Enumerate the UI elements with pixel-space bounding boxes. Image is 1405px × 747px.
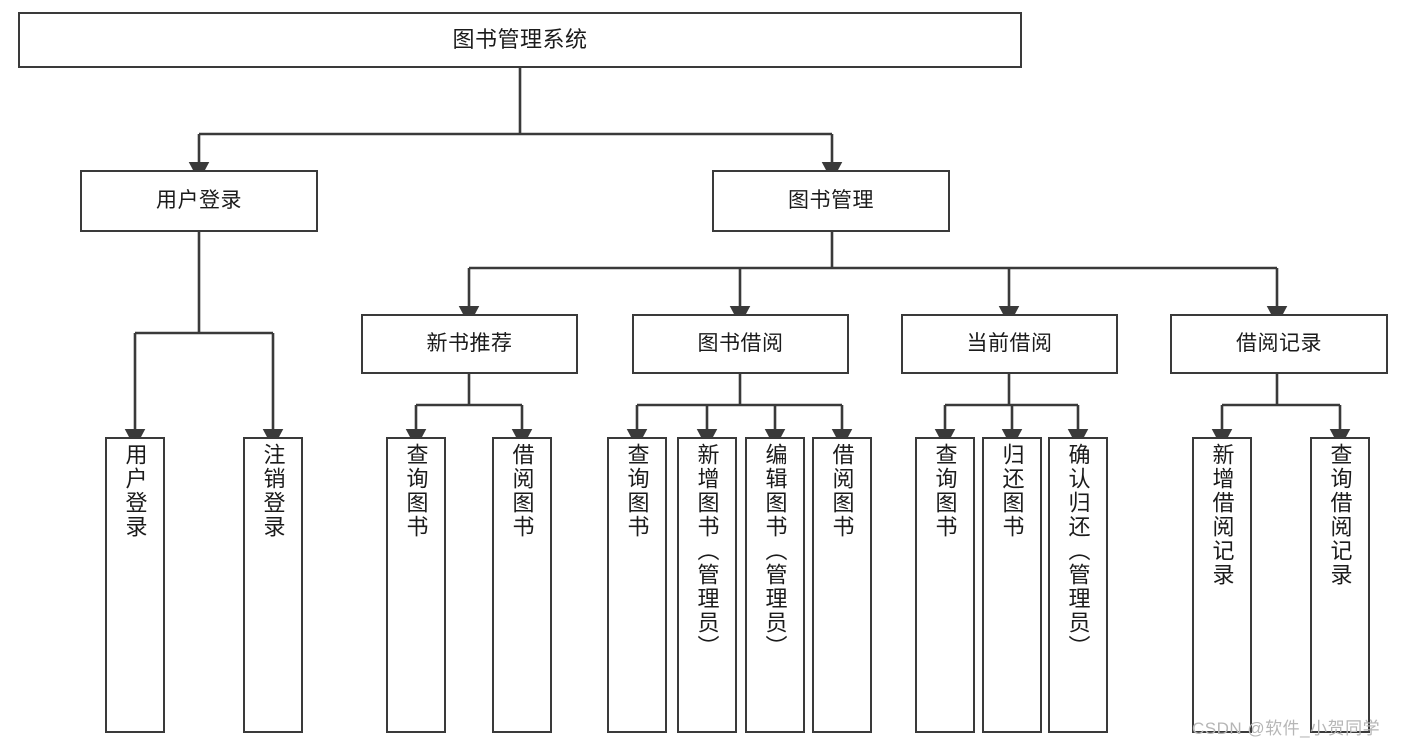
- node-leaf-nbr-borrow-book[interactable]: 借阅图书: [492, 437, 552, 733]
- node-leaf-cb-confirm-return[interactable]: 确认归还（管理员）: [1048, 437, 1108, 733]
- node-label: 图书管理: [788, 188, 874, 212]
- node-leaf-user-logout[interactable]: 注销登录: [243, 437, 303, 733]
- node-label: 新书推荐: [426, 331, 513, 355]
- node-current-borrow[interactable]: 当前借阅: [901, 314, 1118, 374]
- node-label: 新增借阅记录: [1209, 443, 1235, 587]
- node-label: 编辑图书（管理员）: [762, 443, 788, 659]
- node-label: 确认归还（管理员）: [1065, 443, 1091, 659]
- node-label: 查询图书: [403, 443, 429, 539]
- node-label: 查询图书: [624, 443, 650, 539]
- node-user-login[interactable]: 用户登录: [80, 170, 318, 232]
- node-leaf-bb-edit-book[interactable]: 编辑图书（管理员）: [745, 437, 805, 733]
- node-label: 用户登录: [156, 188, 242, 212]
- node-label: 归还图书: [999, 443, 1025, 539]
- node-label: 用户登录: [122, 443, 148, 539]
- node-book-manage[interactable]: 图书管理: [712, 170, 950, 232]
- node-leaf-bb-query-book[interactable]: 查询图书: [607, 437, 667, 733]
- node-leaf-bb-add-book[interactable]: 新增图书（管理员）: [677, 437, 737, 733]
- node-label: 借阅记录: [1236, 331, 1322, 355]
- node-label: 图书管理系统: [452, 27, 588, 53]
- node-leaf-bb-borrow-book[interactable]: 借阅图书: [812, 437, 872, 733]
- node-label: 图书借阅: [697, 331, 784, 355]
- node-label: 借阅图书: [509, 443, 535, 539]
- node-label: 查询借阅记录: [1327, 443, 1353, 587]
- node-new-book-recommend[interactable]: 新书推荐: [361, 314, 578, 374]
- node-leaf-br-add-record[interactable]: 新增借阅记录: [1192, 437, 1252, 733]
- node-label: 新增图书（管理员）: [694, 443, 720, 659]
- node-leaf-nbr-query-book[interactable]: 查询图书: [386, 437, 446, 733]
- node-book-borrow[interactable]: 图书借阅: [632, 314, 849, 374]
- node-borrow-record[interactable]: 借阅记录: [1170, 314, 1388, 374]
- node-label: 借阅图书: [829, 443, 855, 539]
- watermark-text: CSDN @软件_小贺同学: [1192, 719, 1381, 738]
- node-leaf-user-login[interactable]: 用户登录: [105, 437, 165, 733]
- node-label: 查询图书: [932, 443, 958, 539]
- node-label: 注销登录: [260, 443, 286, 539]
- node-label: 当前借阅: [966, 331, 1053, 355]
- node-root-system[interactable]: 图书管理系统: [18, 12, 1022, 68]
- node-leaf-cb-query-book[interactable]: 查询图书: [915, 437, 975, 733]
- node-leaf-br-query-record[interactable]: 查询借阅记录: [1310, 437, 1370, 733]
- node-leaf-cb-return-book[interactable]: 归还图书: [982, 437, 1042, 733]
